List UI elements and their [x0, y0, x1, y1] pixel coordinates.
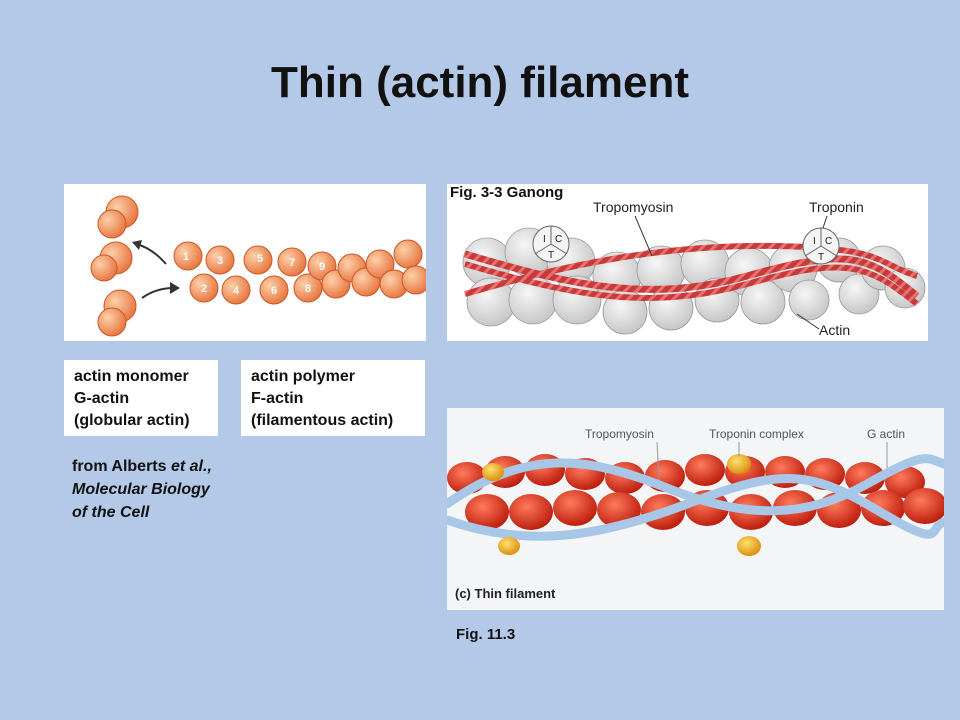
credit-book-line-1: Molecular Biology [72, 481, 210, 498]
label-troponin: Troponin [809, 199, 864, 215]
monomer-number-5: 5 [257, 253, 263, 265]
free-monomer-bottom [97, 289, 137, 337]
subunit-t-right: T [818, 252, 824, 263]
depolymerize-arrowhead [132, 240, 142, 250]
credit-book-line-2: of the Cell [72, 504, 150, 521]
thin-filament-illustration: Tropomyosin Troponin complex G actin (c)… [447, 408, 944, 610]
subunit-c-left: C [555, 234, 562, 245]
subunit-c-right: C [825, 236, 832, 247]
monomer-number-1: 1 [183, 251, 189, 263]
label-g-actin: G actin [867, 427, 905, 441]
free-monomer-middle [90, 241, 133, 282]
subunit-i-left: I [543, 234, 546, 245]
monomer-number-4: 4 [233, 285, 240, 297]
monomer-number-7: 7 [289, 257, 295, 269]
credit-etal: et al., [170, 458, 212, 475]
depolymerize-arrow [135, 243, 167, 265]
troponin-complex-right: I C T [802, 227, 840, 265]
subunit-i-right: I [813, 236, 816, 247]
label-tropomyosin-11-3: Tropomyosin [585, 427, 654, 441]
polymerize-arrowhead [170, 282, 180, 294]
free-monomer-top [97, 195, 139, 239]
fig-11-3-figure: Tropomyosin Troponin complex G actin (c)… [447, 408, 944, 610]
tropomyosin-strand-2 [464, 261, 919, 307]
slide-title: Thin (actin) filament [271, 58, 689, 107]
tropomyosin-strand-3 [464, 242, 918, 297]
actin-polymerization-illustration: 1 2 3 4 5 6 7 8 9 [90, 195, 426, 337]
source-credit: from Alberts et al., Molecular Biology o… [72, 455, 212, 524]
actin-monomer-label-box: actin monomer G-actin (globular actin) [64, 360, 218, 436]
monomer-number-2: 2 [201, 283, 207, 295]
monomer-number-3: 3 [217, 255, 223, 267]
tropomyosin-strand-top [447, 454, 944, 516]
monomer-line-3: (globular actin) [74, 412, 190, 429]
alberts-figure: 1 2 3 4 5 6 7 8 9 [64, 184, 426, 341]
monomer-number-9: 9 [319, 261, 325, 273]
subunit-t-left: T [548, 250, 554, 261]
polymer-line-3: (filamentous actin) [251, 412, 394, 429]
label-tropomyosin: Tropomyosin [593, 199, 673, 215]
ganong-figure: I C T I C T Tropomyosin Troponin Actin [447, 184, 928, 341]
monomer-number-8: 8 [305, 283, 311, 295]
troponin-complex-beads [482, 454, 761, 556]
tropomyosin-strand-bottom [447, 474, 944, 541]
label-troponin-complex: Troponin complex [709, 427, 804, 441]
actin-polymer-label-box: actin polymer F-actin (filamentous actin… [241, 360, 425, 436]
credit-prefix: from Alberts [72, 458, 171, 475]
polymer-line-1: actin polymer [251, 368, 356, 385]
troponin-complex-left: I C T [532, 225, 570, 263]
ganong-caption: Fig. 3-3 Ganong [450, 184, 564, 201]
tropomyosin-strand-1 [464, 250, 920, 299]
monomer-line-2: G-actin [74, 390, 130, 407]
monomer-line-1: actin monomer [74, 368, 189, 385]
panel-label-thin-filament: (c) Thin filament [455, 586, 556, 601]
monomer-numbers: 1 2 3 4 5 6 7 8 9 [183, 251, 325, 297]
fig-11-3-caption: Fig. 11.3 [456, 626, 516, 643]
ganong-thin-filament-illustration: I C T I C T Tropomyosin Troponin Actin [462, 199, 926, 338]
polymerize-arrow [141, 287, 175, 299]
f-actin-filament [173, 239, 426, 305]
polymer-line-2: F-actin [251, 390, 304, 407]
monomer-number-6: 6 [271, 285, 277, 297]
label-actin: Actin [819, 322, 850, 338]
